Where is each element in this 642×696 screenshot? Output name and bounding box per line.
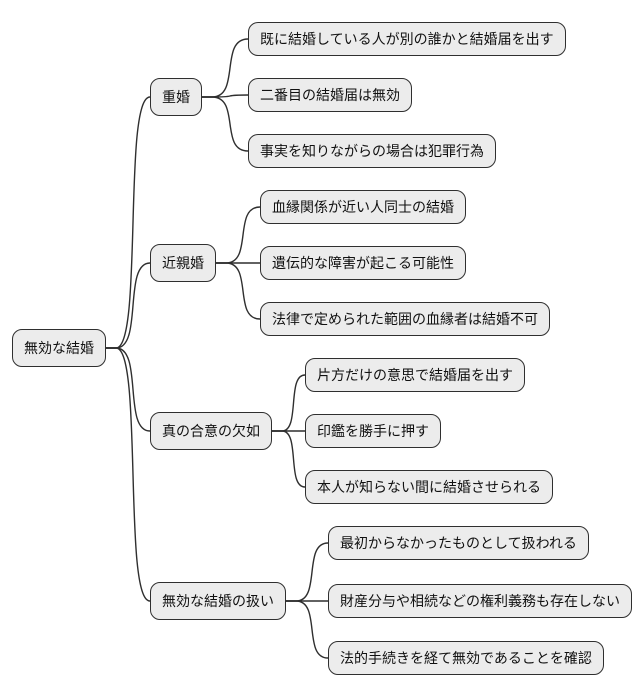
leaf-node: 法的手続きを経て無効であることを確認 <box>328 641 604 675</box>
leaf-node: 印鑑を勝手に押す <box>305 414 441 448</box>
edge-connector <box>201 96 249 152</box>
leaf-node: 本人が知らない間に結婚させられる <box>305 470 553 504</box>
leaf-node: 二番目の結婚届は無効 <box>248 78 412 112</box>
branch-node-lack-of-true-consent: 真の合意の欠如 <box>150 412 272 450</box>
leaf-node: 血縁関係が近い人同士の結婚 <box>260 190 466 224</box>
edge-connector <box>105 347 151 432</box>
root-node-invalid-marriage: 無効な結婚 <box>12 329 106 367</box>
leaf-node: 片方だけの意思で結婚届を出す <box>305 358 525 392</box>
edge-connector <box>215 262 261 320</box>
leaf-node: 財産分与や相続などの権利義務も存在しない <box>328 584 632 618</box>
branch-node-bigamy: 重婚 <box>150 78 202 116</box>
leaf-node: 最初からなかったものとして扱われる <box>328 526 589 560</box>
branch-node-consanguineous-marriage: 近親婚 <box>150 244 216 282</box>
edge-connector <box>105 262 151 349</box>
leaf-node: 既に結婚している人が別の誰かと結婚届を出す <box>248 22 566 56</box>
edge-connector <box>215 206 261 264</box>
edge-connector <box>285 600 329 659</box>
branch-node-treatment-of-void-marriage: 無効な結婚の扱い <box>150 582 286 620</box>
edge-connector <box>271 374 306 432</box>
leaf-node: 遺伝的な障害が起こる可能性 <box>260 246 466 280</box>
edge-connector <box>271 430 306 488</box>
edge-connector <box>105 347 151 602</box>
leaf-node: 事実を知りながらの場合は犯罪行為 <box>248 134 496 168</box>
leaf-node: 法律で定められた範囲の血縁者は結婚不可 <box>260 302 550 336</box>
edge-connector <box>201 38 249 98</box>
edge-connector <box>285 542 329 602</box>
edge-connector <box>201 94 249 98</box>
edge-connector <box>105 96 151 349</box>
